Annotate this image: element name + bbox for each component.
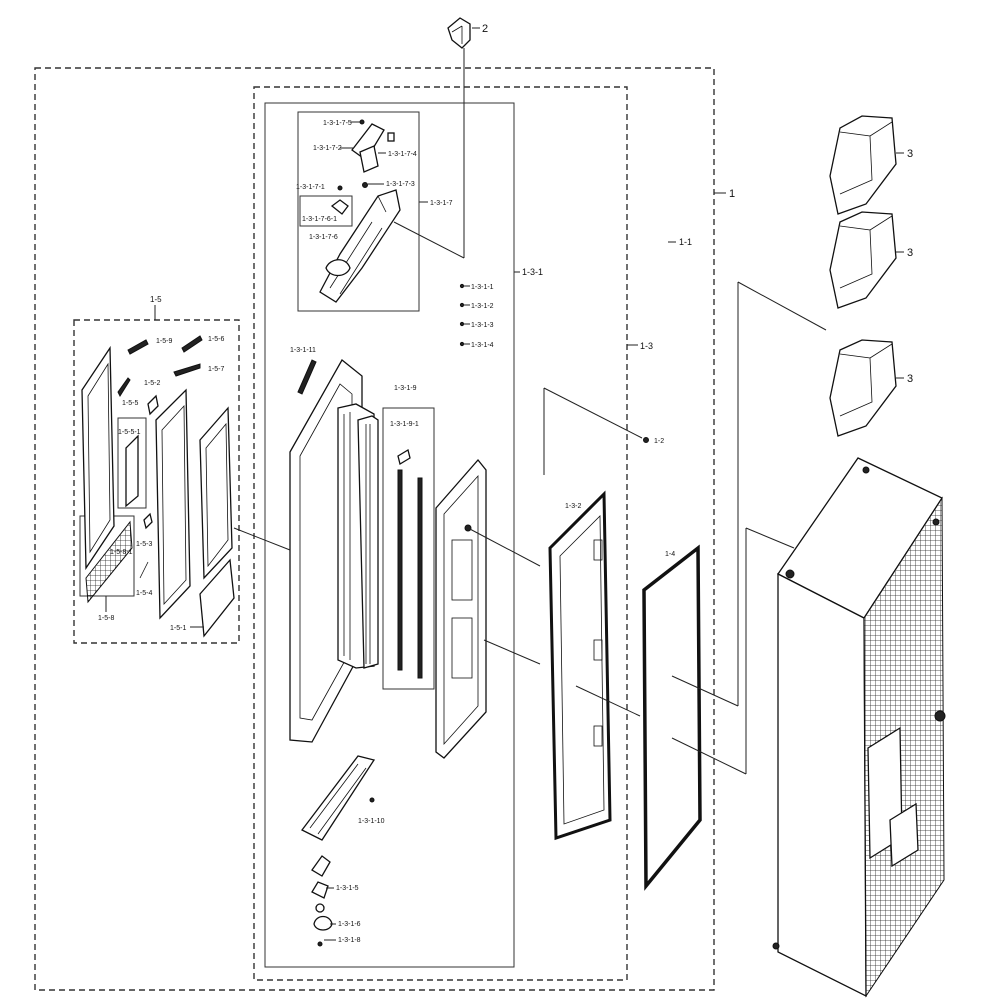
part-door-liner	[435, 458, 487, 759]
assembly-1-3-1-7-boundary	[297, 111, 420, 312]
label-1-3-1-11: 1-3-1-11	[290, 347, 316, 354]
part-1-3-1-11	[297, 359, 317, 395]
label-1-3-1-9-1: 1-3-1-9-1	[390, 421, 419, 428]
label-1-3-1-7-5: 1-3-1-7-5	[323, 120, 352, 127]
part-2-cap	[447, 17, 471, 49]
label-1-3-1-7-1: 1-3-1-7-1	[296, 184, 325, 191]
label-1-3-2: 1-3-2	[565, 503, 581, 510]
label-1-5-5-1: 1-5-5-1	[118, 429, 141, 436]
assembly-1-3-boundary	[253, 86, 628, 981]
label-1-3: 1-3	[640, 341, 653, 351]
label-1-4: 1-4	[665, 551, 675, 558]
label-1-5: 1-5	[150, 295, 162, 304]
label-1-3-1-3: 1-3-1-3	[471, 322, 494, 329]
label-1-5-4: 1-5-4	[136, 590, 152, 597]
assembly-1-3-1-7-6-boundary	[299, 195, 353, 227]
label-1-3-1: 1-3-1	[522, 267, 543, 277]
parts-hinge-small	[311, 855, 333, 947]
label-1-3-1-6: 1-3-1-6	[338, 921, 361, 928]
label-1-5-8-1: 1-5-8-1	[110, 549, 133, 556]
label-1-3-1-7-6: 1-3-1-7-6	[309, 234, 338, 241]
part-1-3-1-10	[301, 755, 376, 841]
screws-1-3-1	[459, 283, 470, 347]
part-3-bin-top	[829, 115, 897, 215]
label-3-middle: 3	[907, 247, 913, 259]
label-1-1: 1-1	[679, 237, 692, 247]
label-1-3-1-7: 1-3-1-7	[430, 200, 453, 207]
label-1-3-1-9: 1-3-1-9	[394, 385, 417, 392]
assembly-1-5-boundary	[73, 319, 240, 644]
label-1-5-1: 1-5-1	[170, 625, 186, 632]
assembly-1-boundary	[34, 67, 715, 991]
label-1-5-2: 1-5-2	[144, 380, 160, 387]
part-3-bin-middle	[829, 211, 897, 309]
label-3-bottom: 3	[907, 373, 913, 385]
label-1-5-9: 1-5-9	[156, 338, 172, 345]
part-cabinet	[772, 457, 946, 998]
part-3-bin-bottom	[829, 339, 897, 437]
label-1-3-1-7-4: 1-3-1-7-4	[388, 151, 417, 158]
label-1-3-1-7-2: 1-3-1-7-2	[313, 145, 342, 152]
label-1-3-1-7-6-1: 1-3-1-7-6-1	[302, 216, 337, 223]
part-1-3-1-9	[397, 448, 423, 679]
part-1-3-1-7-bracket	[319, 119, 401, 303]
label-1-3-1-5: 1-3-1-5	[336, 885, 359, 892]
label-1-5-5: 1-5-5	[122, 400, 138, 407]
label-1-3-1-4: 1-3-1-4	[471, 342, 494, 349]
label-1-3-1-8: 1-3-1-8	[338, 937, 361, 944]
label-1-3-1-10: 1-3-1-10	[358, 818, 385, 825]
label-1-5-6: 1-5-6	[208, 336, 224, 343]
label-1: 1	[729, 188, 735, 200]
part-door-frame	[289, 359, 379, 743]
label-3-top: 3	[907, 148, 913, 160]
label-1-5-7: 1-5-7	[208, 366, 224, 373]
assembly-1-3-1-boundary	[264, 102, 515, 968]
part-1-5-panel	[81, 335, 235, 638]
assembly-1-3-1-9-boundary	[382, 407, 435, 690]
label-1-5-8: 1-5-8	[98, 615, 114, 622]
part-1-3-2	[548, 490, 612, 841]
label-1-5-3: 1-5-3	[136, 541, 152, 548]
label-1-3-1-7-3: 1-3-1-7-3	[386, 181, 415, 188]
part-1-2-screw	[643, 437, 649, 443]
label-1-2: 1-2	[654, 438, 664, 445]
label-1-3-1-2: 1-3-1-2	[471, 303, 494, 310]
label-2: 2	[482, 23, 488, 35]
part-1-4-gasket	[642, 544, 702, 891]
assembly-1-5-5-boundary	[117, 417, 147, 509]
label-1-3-1-1: 1-3-1-1	[471, 284, 494, 291]
